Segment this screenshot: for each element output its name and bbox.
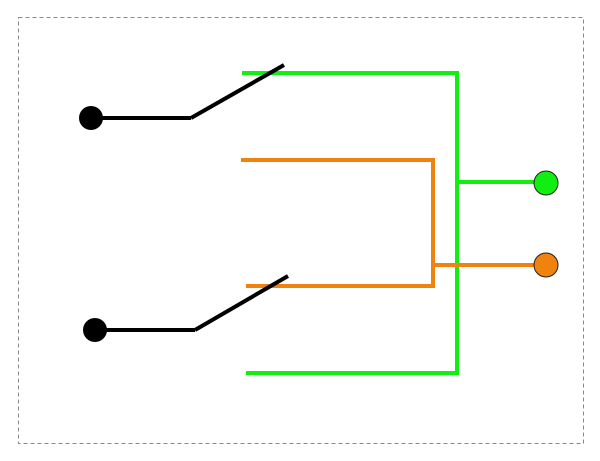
- diagram-border: [18, 17, 584, 444]
- switch-2-terminal: [83, 318, 107, 342]
- orange-terminal: [533, 252, 559, 278]
- switch-2: [83, 274, 290, 342]
- switch-1-terminal: [79, 106, 103, 130]
- switch-1-lever: [190, 63, 285, 120]
- orange-wire-loop: [241, 158, 435, 288]
- switch-1: [79, 63, 285, 130]
- green-wire-loop: [242, 71, 459, 375]
- switch-2-lever: [193, 274, 290, 332]
- green-terminal: [533, 170, 559, 196]
